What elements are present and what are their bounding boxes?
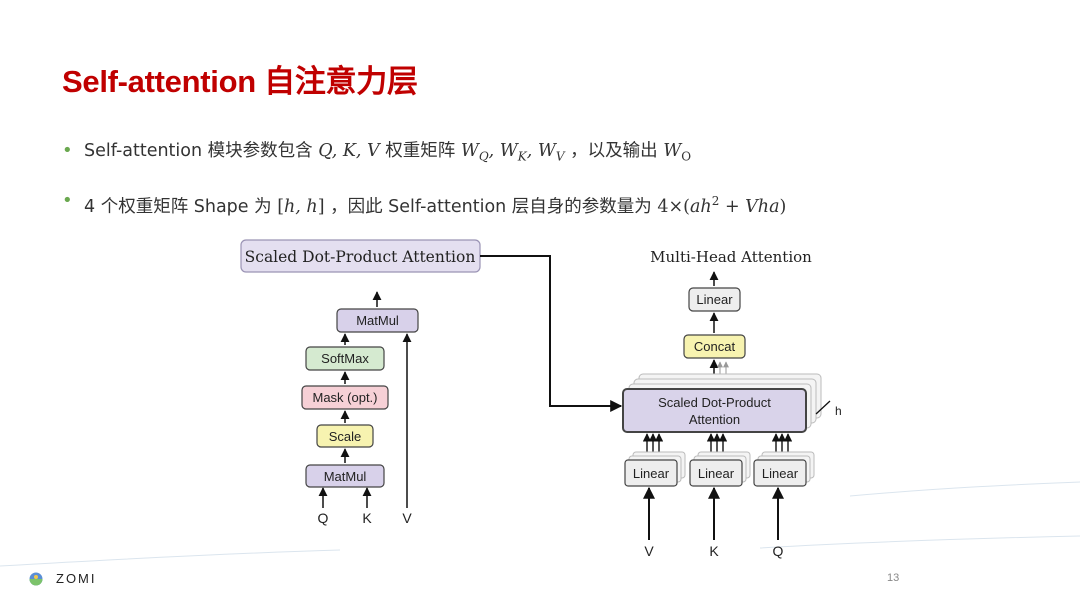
input-k-label: K bbox=[709, 543, 719, 559]
h-leader-line bbox=[815, 400, 831, 415]
sdpa-inputs: Q K V bbox=[318, 510, 413, 526]
bullet-2-text-post: ，因此 Self-attention 层自身的参数量为 bbox=[330, 196, 658, 217]
input-k-label: K bbox=[362, 510, 372, 526]
block-label: MatMul bbox=[324, 469, 367, 484]
slide-title: Self-attention 自注意力层 bbox=[62, 64, 418, 99]
bullet-item-1: • Self-attention 模块参数包含 Q, K, V 权重矩阵 WQ,… bbox=[62, 133, 1062, 169]
attention-label-line2: Attention bbox=[689, 412, 740, 427]
sdpa-block-matmul-top: MatMul bbox=[336, 308, 419, 333]
h-label: h bbox=[835, 404, 842, 418]
bullet-dot-icon: • bbox=[62, 190, 73, 211]
block-label: Linear bbox=[696, 292, 733, 307]
input-v-label: V bbox=[644, 543, 654, 559]
mha-linear-stack-v: Linear bbox=[624, 451, 686, 487]
block-label: Linear bbox=[698, 466, 735, 481]
sdpa-block-matmul-bottom: MatMul bbox=[305, 464, 385, 488]
block-label: Mask (opt.) bbox=[312, 390, 377, 405]
mha-title: Multi-Head Attention bbox=[650, 248, 812, 266]
bullet-dot-icon: • bbox=[62, 140, 73, 161]
bullet-text-2: 4 个权重矩阵 Shape 为 [h, h] ，因此 Self-attentio… bbox=[84, 183, 786, 225]
bullet-1-text-pre: Self-attention 模块参数包含 bbox=[84, 141, 319, 161]
mha-linear-stack-k: Linear bbox=[689, 451, 751, 487]
mha-concat: Concat bbox=[683, 334, 746, 359]
block-label: Linear bbox=[633, 466, 670, 481]
bullet-2-text-pre: 4 个权重矩阵 Shape 为 bbox=[84, 196, 278, 217]
math-qkv: Q, K, V bbox=[318, 141, 380, 161]
sdpa-block-softmax: SoftMax bbox=[305, 346, 385, 371]
mha-attention-stack: Scaled Dot-Product Attention bbox=[622, 373, 822, 433]
bullet-list: • Self-attention 模块参数包含 Q, K, V 权重矩阵 WQ,… bbox=[62, 133, 1062, 219]
bullet-text-1: Self-attention 模块参数包含 Q, K, V 权重矩阵 WQ, W… bbox=[84, 133, 691, 175]
block-label: Linear bbox=[762, 466, 799, 481]
block-label: Concat bbox=[694, 339, 736, 354]
math-shape: [h, h] bbox=[277, 196, 325, 217]
mha-input-arrows bbox=[643, 486, 784, 540]
bullet-1-text-mid: 权重矩阵 bbox=[379, 141, 461, 161]
sdpa-block-mask: Mask (opt.) bbox=[301, 385, 389, 410]
attention-label-line1: Scaled Dot-Product bbox=[658, 395, 771, 410]
zomi-logo-icon bbox=[29, 572, 43, 586]
block-label: MatMul bbox=[356, 313, 399, 328]
bullet-item-2: • 4 个权重矩阵 Shape 为 [h, h] ，因此 Self-attent… bbox=[62, 183, 1062, 219]
math-param-count: 4×(ah2 + Vha) bbox=[657, 194, 787, 217]
sdpa-title: Scaled Dot-Product Attention bbox=[245, 248, 476, 266]
block-label: Scale bbox=[329, 429, 362, 444]
input-v-label: V bbox=[402, 510, 412, 526]
input-q-label: Q bbox=[318, 510, 329, 526]
mha-top-linear: Linear bbox=[688, 287, 741, 312]
math-output-weight: WO bbox=[663, 141, 692, 164]
page-number: 13 bbox=[887, 572, 900, 584]
background-swoosh bbox=[0, 481, 1080, 567]
sdpa-flow-arrows bbox=[318, 291, 412, 508]
mha-linear-stack-q: Linear bbox=[753, 451, 815, 487]
connector-arrow bbox=[480, 255, 623, 412]
mha-inputs: V K Q bbox=[644, 543, 783, 559]
footer-brand: ZOMI bbox=[56, 571, 97, 586]
bullet-1-text-post: ，以及输出 bbox=[570, 141, 664, 161]
block-label: SoftMax bbox=[321, 351, 369, 366]
input-q-label: Q bbox=[773, 543, 784, 559]
sdpa-title-box: Scaled Dot-Product Attention bbox=[240, 239, 481, 273]
sdpa-block-scale: Scale bbox=[316, 424, 374, 448]
math-weight-matrices: WQ, WK, WV bbox=[460, 141, 565, 164]
